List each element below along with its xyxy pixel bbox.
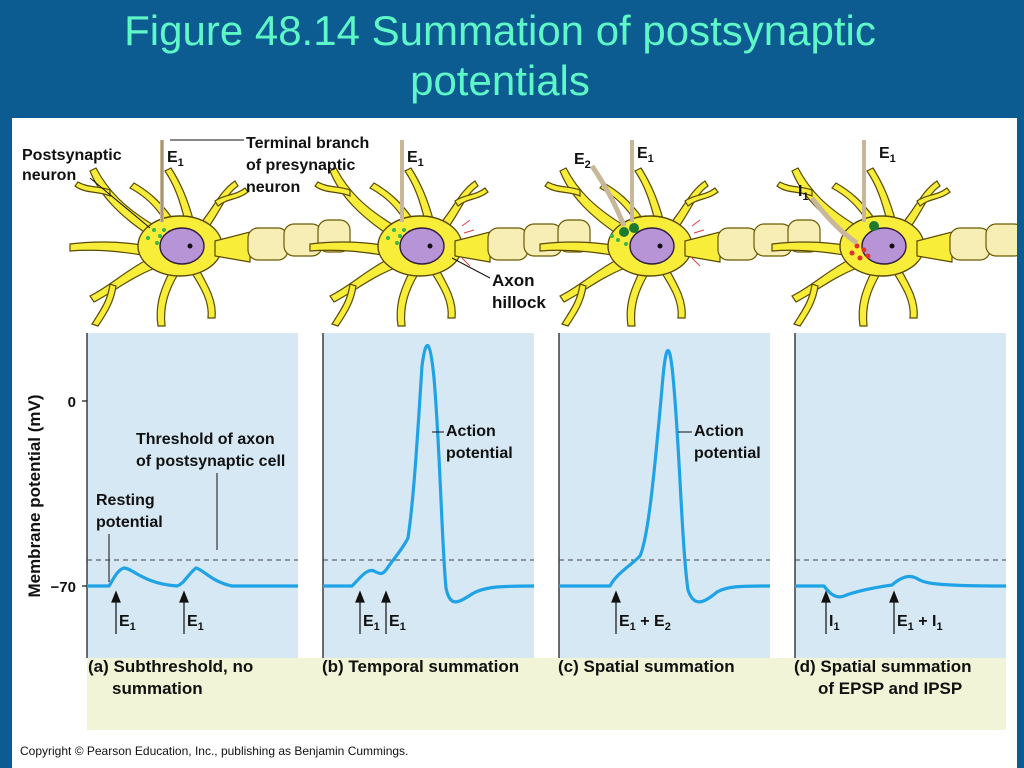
e1-label-a: E1 xyxy=(167,149,184,169)
figure-area: Postsynaptic neuron Terminal branch of p… xyxy=(12,118,1017,768)
action-potential-label-b-2: potential xyxy=(446,445,513,462)
membrane-traces xyxy=(87,343,1007,604)
caption-strip xyxy=(87,658,1006,730)
graph-panels xyxy=(82,333,1006,658)
postsynaptic-neuron-label-1: Postsynaptic xyxy=(22,147,122,164)
e1-label-d: E1 xyxy=(879,145,896,165)
caption-c: (c) Spatial summation xyxy=(558,657,735,676)
e2-label-c: E2 xyxy=(574,151,591,171)
caption-b: (b) Temporal summation xyxy=(322,657,519,676)
threshold-label-1: Threshold of axon xyxy=(136,431,275,448)
y-axis-label: Membrane potential (mV) xyxy=(25,394,44,597)
trace-b xyxy=(323,343,535,604)
stim-label-b1: E1 xyxy=(363,613,380,633)
trace-a xyxy=(87,566,298,588)
slide-title: Figure 48.14 Summation of postsynaptic p… xyxy=(0,6,1000,106)
panel-c-bg xyxy=(559,333,770,658)
action-potential-label-c-2: potential xyxy=(694,445,761,462)
tick-neg70-label: −70 xyxy=(51,579,76,596)
panel-d-bg xyxy=(795,333,1006,658)
stimulus-arrows xyxy=(111,590,899,634)
stim-label-b2: E1 xyxy=(389,613,406,633)
neuron-b xyxy=(309,140,591,327)
tick-0-label: 0 xyxy=(68,394,76,411)
stim-label-d2: E1 + I1 xyxy=(897,613,943,633)
slide-title-line-1: Figure 48.14 Summation of postsynaptic xyxy=(124,7,876,54)
resting-potential-label-1: Resting xyxy=(96,492,155,509)
terminal-branch-label-3: neuron xyxy=(246,179,300,196)
resting-potential-label-2: potential xyxy=(96,514,163,531)
threshold-label-2: of postsynaptic cell xyxy=(136,453,285,470)
i1-label-d: I1 xyxy=(798,183,809,203)
panel-a-bg xyxy=(87,333,298,658)
stim-label-d1: I1 xyxy=(829,613,840,633)
caption-d-1: (d) Spatial summation xyxy=(794,657,972,676)
trace-c xyxy=(559,349,771,604)
action-potential-label-c-1: Action xyxy=(694,423,744,440)
axon-hillock-label-2: hillock xyxy=(492,293,546,312)
caption-d-2: of EPSP and IPSP xyxy=(818,679,962,698)
stim-label-a2: E1 xyxy=(187,613,204,633)
summation-diagram: Postsynaptic neuron Terminal branch of p… xyxy=(22,135,1017,730)
stim-label-a1: E1 xyxy=(119,613,136,633)
stim-label-c1: E1 + E2 xyxy=(619,613,671,633)
neuron-d xyxy=(771,140,1017,327)
action-potential-label-b-1: Action xyxy=(446,423,496,440)
postsynaptic-neuron-label-2: neuron xyxy=(22,167,76,184)
caption-a-1: (a) Subthreshold, no xyxy=(88,657,253,676)
trace-d xyxy=(795,574,1007,599)
caption-a-2: summation xyxy=(112,679,203,698)
slide-title-line-2: potentials xyxy=(410,57,590,104)
terminal-branch-label-1: Terminal branch xyxy=(246,135,369,152)
e1-label-b: E1 xyxy=(407,149,424,169)
neuron-c xyxy=(539,140,821,327)
copyright-notice: Copyright © Pearson Education, Inc., pub… xyxy=(20,744,409,758)
panel-b-bg xyxy=(323,333,534,658)
neuron-a xyxy=(69,139,351,327)
e1-label-c: E1 xyxy=(637,145,654,165)
axon-hillock-label-1: Axon xyxy=(492,271,535,290)
terminal-branch-label-2: of presynaptic xyxy=(246,157,355,174)
